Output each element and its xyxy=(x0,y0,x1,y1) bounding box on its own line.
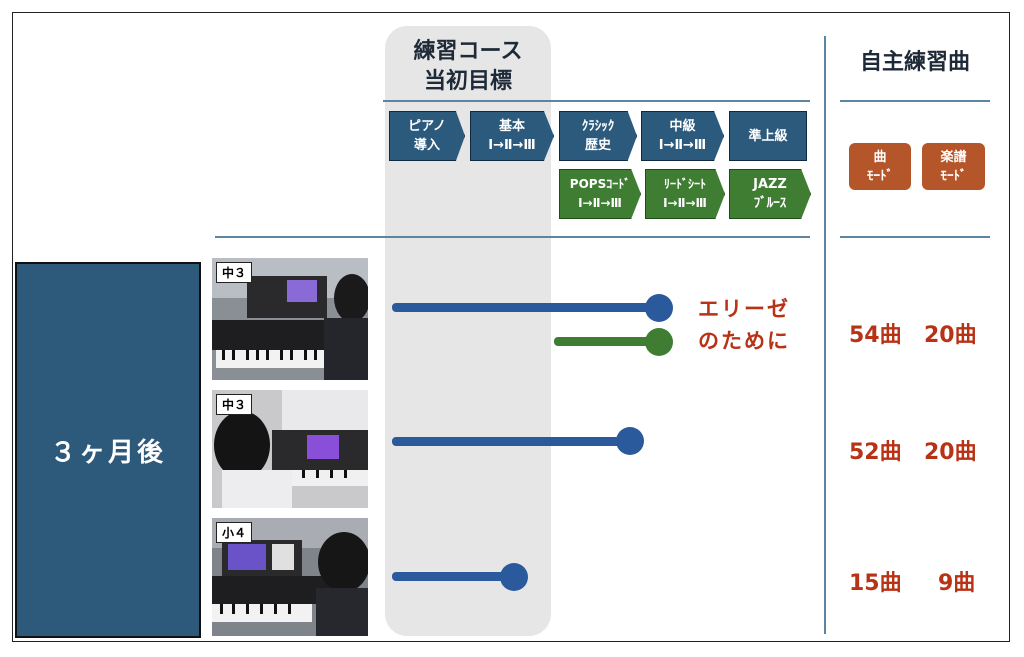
course-basic: 基本 Ⅰ→Ⅱ→Ⅲ xyxy=(470,111,554,161)
period-box: ３ヶ月後 xyxy=(15,262,201,638)
course-classic-history: ｸﾗｼｯｸ 歴史 xyxy=(559,111,637,161)
score-mode-badge: 楽譜 ﾓｰﾄﾞ xyxy=(922,143,985,190)
progress-bar-student1-blue xyxy=(392,303,660,312)
progress-endpoint-student2 xyxy=(616,427,644,455)
score-mode-count-student3: 9曲 xyxy=(938,571,976,596)
progress-bar-student2 xyxy=(392,437,632,446)
mode-sublabel: ﾓｰﾄﾞ xyxy=(940,168,967,184)
diagram-frame xyxy=(12,12,1010,642)
song-title-line1: エリーゼ xyxy=(698,297,790,321)
grade-badge: 小４ xyxy=(216,522,253,543)
course-sublabel: 歴史 xyxy=(584,138,611,153)
course-sublabel: ﾌﾞﾙｰｽ xyxy=(753,196,787,211)
mode-label: 曲 xyxy=(873,149,887,165)
student-photo-2: 中３ xyxy=(212,390,368,508)
progress-endpoint-student1-green xyxy=(645,328,673,356)
song-title-line2: のために xyxy=(698,329,790,353)
course-jazz-blues: JAZZ ﾌﾞﾙｰｽ xyxy=(729,169,811,219)
course-label: POPSｺｰﾄﾞ xyxy=(569,177,631,191)
course-label: ﾘｰﾄﾞｼｰﾄ xyxy=(663,177,706,191)
course-label: 準上級 xyxy=(748,128,788,144)
course-sublabel: 導入 xyxy=(413,138,440,153)
period-label: ３ヶ月後 xyxy=(49,437,166,468)
grade-badge: 中３ xyxy=(216,394,253,415)
progress-bar-student1-green xyxy=(554,337,660,346)
mode-label: 楽譜 xyxy=(940,149,967,165)
course-label: ｸﾗｼｯｸ xyxy=(581,119,615,134)
progress-endpoint-student1-blue xyxy=(645,294,673,322)
course-lead-sheet: ﾘｰﾄﾞｼｰﾄ Ⅰ→Ⅱ→Ⅲ xyxy=(645,169,725,219)
course-sublabel: Ⅰ→Ⅱ→Ⅲ xyxy=(578,196,622,210)
column-divider xyxy=(824,36,826,634)
mode-sublabel: ﾓｰﾄﾞ xyxy=(867,168,893,184)
content-divider-left xyxy=(215,236,810,238)
course-label: 基本 xyxy=(498,119,525,134)
course-sublabel: Ⅰ→Ⅱ→Ⅲ xyxy=(663,196,707,210)
course-header-line2: 当初目標 xyxy=(423,69,512,94)
grade-badge: 中３ xyxy=(216,262,253,283)
song-title: エリーゼ のために xyxy=(698,293,790,357)
course-header: 練習コース 当初目標 xyxy=(385,37,551,97)
course-intermediate: 中級 Ⅰ→Ⅱ→Ⅲ xyxy=(641,111,724,161)
piano-photo-illustration xyxy=(212,390,368,508)
song-mode-count-student1: 54曲 xyxy=(849,323,902,348)
course-label: ピアノ xyxy=(408,119,446,134)
course-label: 中級 xyxy=(669,119,696,134)
student-photo-1: 中３ xyxy=(212,258,368,380)
header-divider-left xyxy=(383,100,810,102)
progress-endpoint-student3 xyxy=(500,563,528,591)
course-sublabel: Ⅰ→Ⅱ→Ⅲ xyxy=(488,138,536,153)
header-divider-right xyxy=(840,100,990,102)
course-header-line1: 練習コース xyxy=(413,39,523,64)
course-label: JAZZ xyxy=(753,177,787,192)
content-divider-right xyxy=(840,236,990,238)
course-sublabel: Ⅰ→Ⅱ→Ⅲ xyxy=(658,138,707,153)
progress-bar-student3 xyxy=(392,572,516,581)
course-pops-chord: POPSｺｰﾄﾞ Ⅰ→Ⅱ→Ⅲ xyxy=(559,169,641,219)
course-piano-intro: ピアノ 導入 xyxy=(389,111,465,161)
self-practice-header: 自主練習曲 xyxy=(859,50,970,75)
song-mode-badge: 曲 ﾓｰﾄﾞ xyxy=(849,143,911,190)
score-mode-count-student1: 20曲 xyxy=(924,323,977,348)
course-pre-advanced: 準上級 xyxy=(729,111,807,161)
song-mode-count-student2: 52曲 xyxy=(849,440,902,465)
song-mode-count-student3: 15曲 xyxy=(849,571,902,596)
student-photo-3: 小４ xyxy=(212,518,368,636)
score-mode-count-student2: 20曲 xyxy=(924,440,977,465)
